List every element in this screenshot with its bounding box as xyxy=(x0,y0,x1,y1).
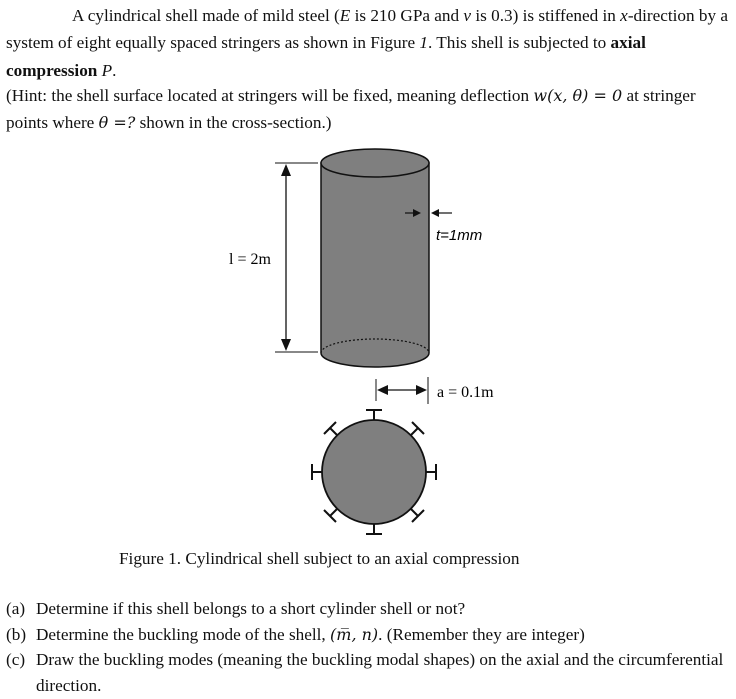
question-c: (c) Draw the buckling modes (meaning the … xyxy=(6,647,732,698)
figure-ref: 1 xyxy=(419,33,428,53)
question-text: Determine if this shell belongs to a sho… xyxy=(36,599,466,618)
symbol-v: v xyxy=(463,6,472,25)
hint-text: (Hint: the shell surface located at stri… xyxy=(6,86,696,133)
symbol-x: x xyxy=(620,6,628,25)
figure-caption: Figure 1. Cylindrical shell subject to a… xyxy=(119,549,520,568)
question-label: (c) xyxy=(6,650,26,669)
symbol-E: E xyxy=(339,6,351,25)
cross-section xyxy=(311,409,437,535)
bold-phrase: axial compression xyxy=(6,33,646,80)
length-label: l = 2m xyxy=(229,251,271,268)
deflection-expression: w(x, θ) = 0 xyxy=(533,86,623,105)
question-b: (b)Determine the buckling mode of the sh… xyxy=(6,622,732,648)
length-dimension xyxy=(275,162,318,353)
thickness-arrows xyxy=(405,209,452,217)
stringer-group xyxy=(311,409,437,535)
radius-dimension xyxy=(375,377,429,404)
theta-expression: θ =? xyxy=(98,113,136,133)
question-a: (a) Determine if this shell belongs to a … xyxy=(6,596,732,622)
cylinder-shell xyxy=(320,148,430,368)
question-label: (a) xyxy=(6,599,26,618)
thickness-label: t=1mm xyxy=(436,227,482,244)
question-list: (a) Determine if this shell belongs to a … xyxy=(6,596,732,698)
problem-statement: A cylindrical shell made of mild steel (… xyxy=(6,6,729,80)
symbol-P: P xyxy=(101,60,113,80)
question-text: Draw the buckling modes (meaning the buc… xyxy=(36,650,724,695)
question-label: (b) xyxy=(6,624,27,644)
radius-label: a = 0.1m xyxy=(437,384,494,401)
mode-expression: (m̅, n) xyxy=(330,624,379,644)
